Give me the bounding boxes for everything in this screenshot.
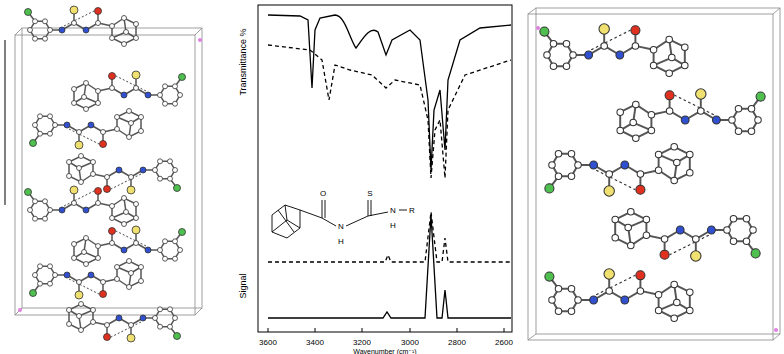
tick-label: 3400 (306, 339, 324, 347)
atom-label: N (338, 223, 344, 231)
axis-title: Wavenumber (cm⁻¹) (353, 348, 416, 354)
atom-label: H (338, 238, 344, 246)
atom-label: S (367, 190, 372, 198)
tick-label: 2800 (448, 339, 466, 347)
axis-title: Transmittance % (239, 28, 248, 95)
atom-label: H (390, 222, 396, 230)
atom-label: N (390, 207, 396, 215)
axis-title: Signal (239, 273, 248, 298)
atom-label: O (320, 190, 326, 198)
tick-label: 2600 (495, 339, 513, 347)
tick-label: 3600 (259, 339, 277, 347)
tick-label: 3000 (401, 339, 419, 347)
tick-label: 3200 (353, 339, 371, 347)
atom-label: R (409, 207, 415, 215)
